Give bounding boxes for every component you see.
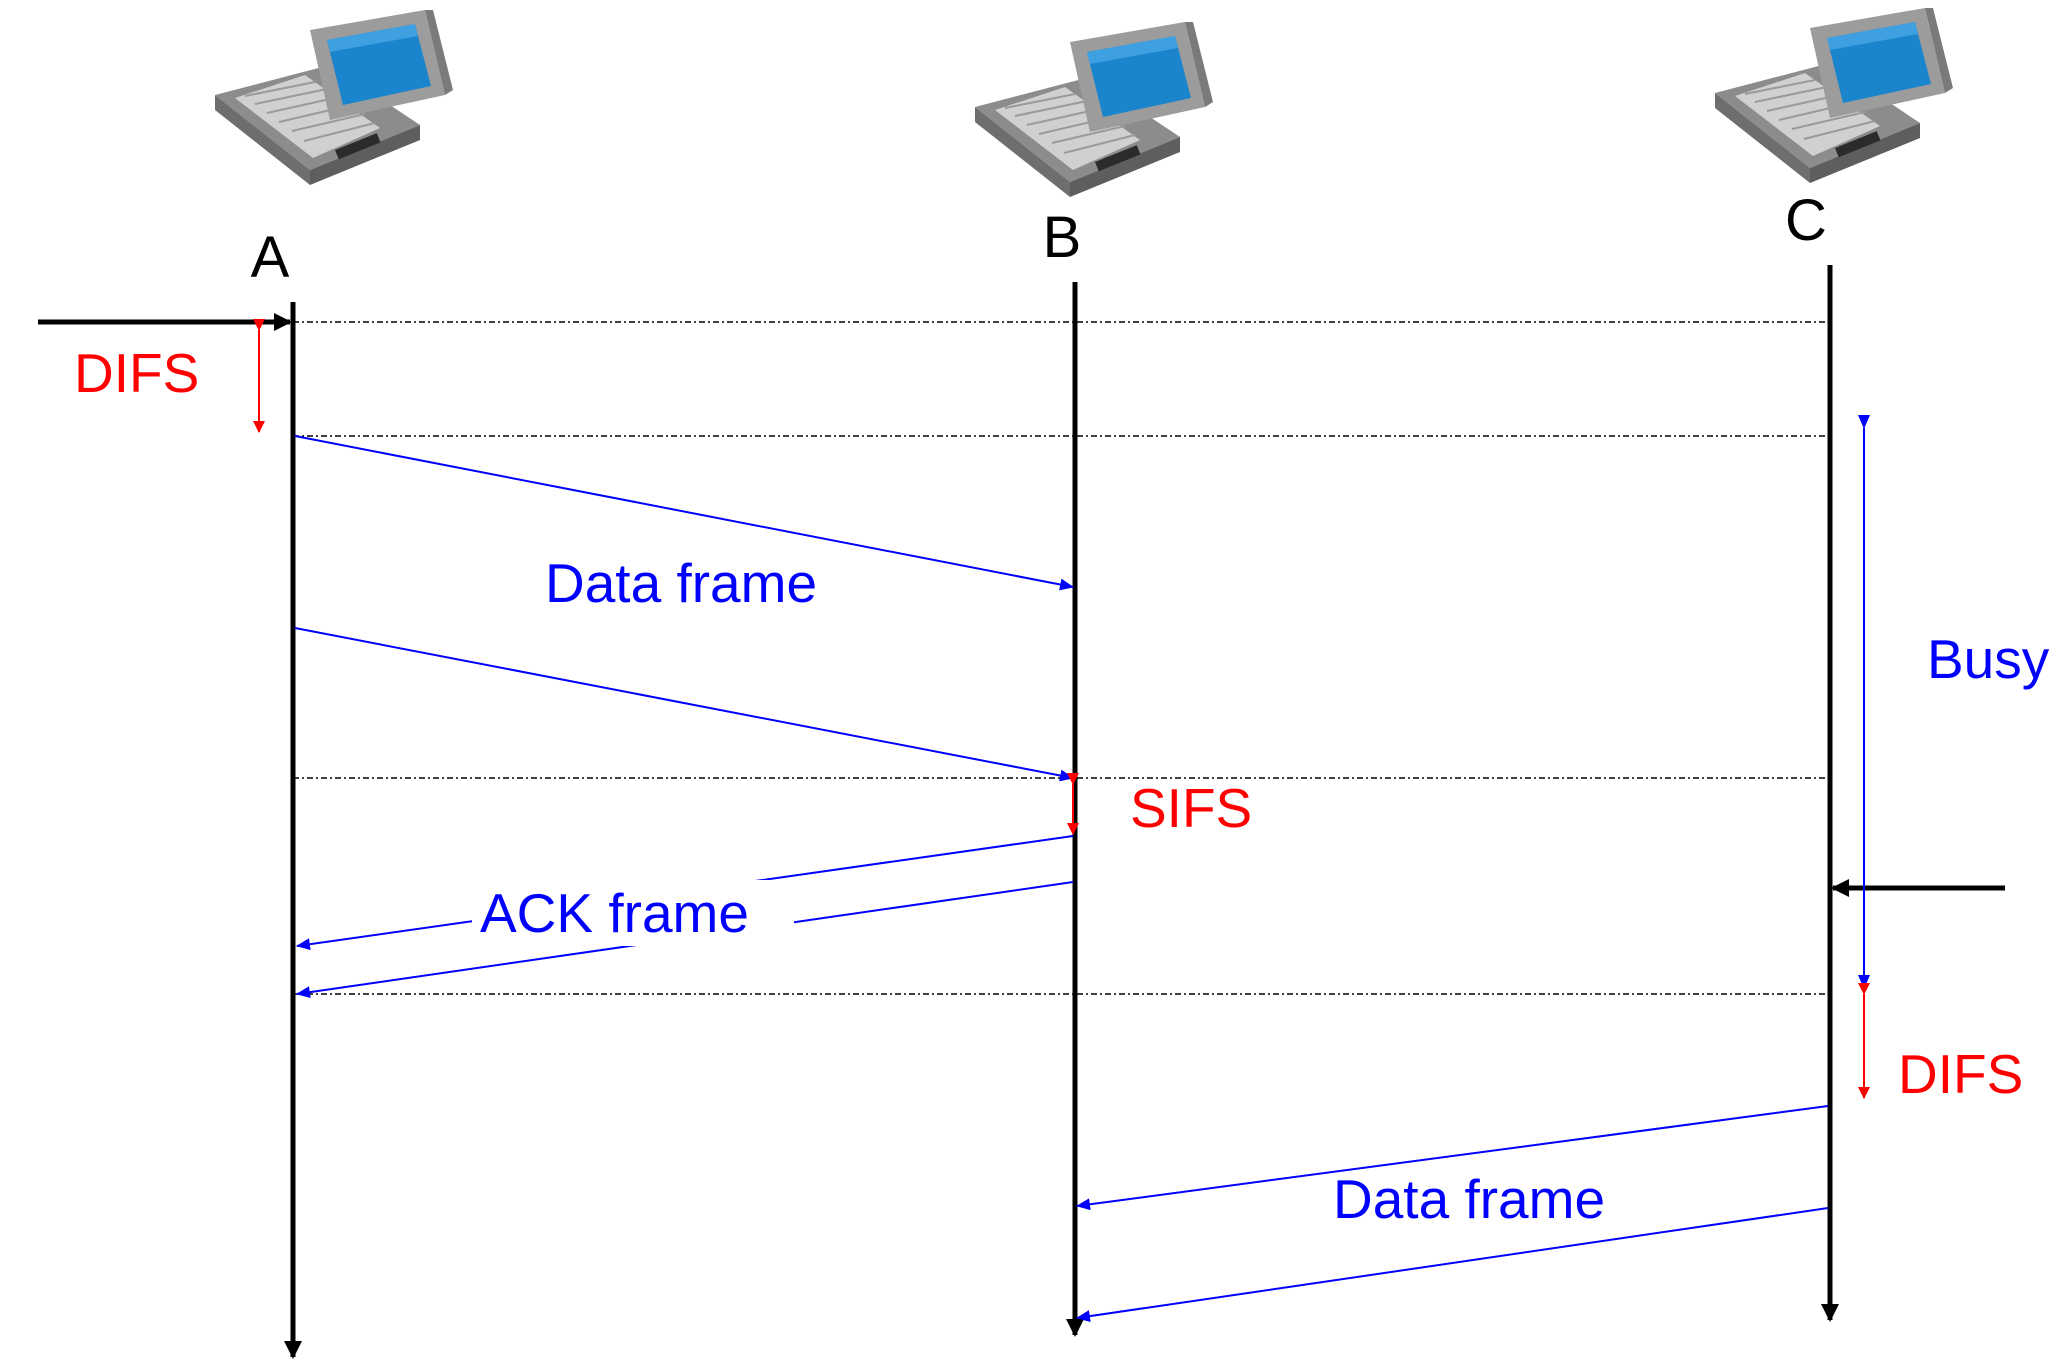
busy-label: Busy xyxy=(1927,628,2050,690)
ack-frame-label: ACK frame xyxy=(480,882,749,944)
data-frame-arrow xyxy=(1076,1207,1829,1323)
data-frame-label-cb: Data frame xyxy=(1333,1168,1605,1230)
ack-label-background xyxy=(472,880,794,946)
node-label-b: B xyxy=(1043,205,1082,270)
difs-label-c: DIFS xyxy=(1898,1043,2023,1105)
difs-label-a: DIFS xyxy=(74,342,199,404)
sifs-label: SIFS xyxy=(1130,777,1252,839)
data-frame-arrow xyxy=(294,627,1074,782)
node-label-a: A xyxy=(251,225,290,290)
data-frame-label-ab: Data frame xyxy=(545,552,817,614)
node-a: A xyxy=(214,9,454,290)
laptop-icon xyxy=(214,9,454,186)
laptop-icon xyxy=(1714,7,1954,184)
time-reference-lines xyxy=(293,321,1830,995)
data-frame-arrow xyxy=(294,435,1074,591)
data-frame-arrow xyxy=(1076,1105,1829,1211)
laptop-icon xyxy=(974,21,1214,198)
node-label-c: C xyxy=(1785,188,1827,253)
node-b: B xyxy=(974,21,1214,270)
node-c: C xyxy=(1714,7,1954,253)
